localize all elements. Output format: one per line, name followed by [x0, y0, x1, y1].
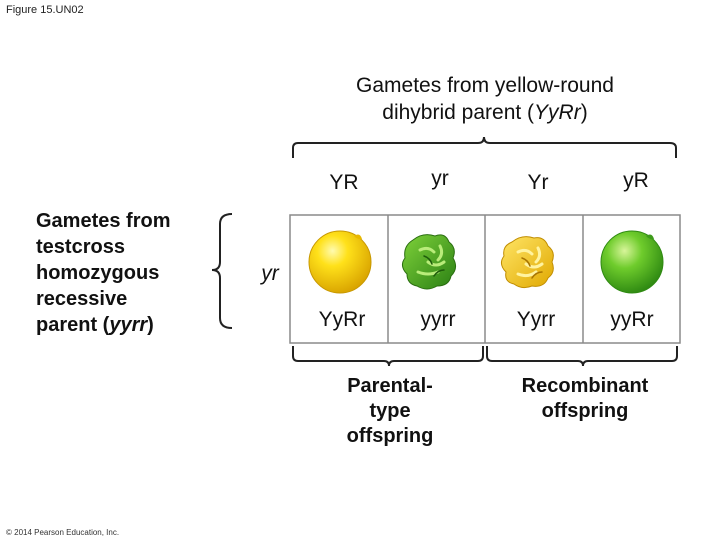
left-title-line-1: Gametes from	[36, 210, 171, 232]
dihybrid-gametes-title: Gametes from yellow-round dihybrid paren…	[310, 72, 660, 126]
recessive-gamete-label: yr	[240, 262, 300, 286]
title-line-1: Gametes from yellow-round	[356, 74, 614, 97]
offspring-genotype-3: Yyrr	[516, 308, 556, 331]
testcross-genotype: yyrr	[109, 314, 148, 336]
testcross-gametes-title: Gametes from testcross homozygous recess…	[36, 208, 206, 338]
offspring-genotype-1: YyRr	[318, 308, 366, 331]
gamete-label-yr: yr	[431, 167, 449, 190]
recombinant-line-2: offspring	[541, 400, 629, 422]
parental-bracket	[292, 346, 484, 367]
green-wrinkled-pea-icon	[401, 234, 457, 290]
title-line-2: dihybrid parent (YyRr)	[310, 99, 660, 126]
gamete-label-Yr: Yr	[527, 171, 549, 194]
gamete-label-YR: YR	[329, 171, 359, 194]
recombinant-label: Recombinant offspring	[495, 374, 675, 424]
left-title-line-3: homozygous	[36, 262, 160, 284]
parental-type-label: Parental- type offspring	[310, 374, 470, 449]
recombinant-bracket	[486, 346, 678, 367]
left-title-line-5-prefix: parent (	[36, 314, 110, 336]
title-line-2-prefix: dihybrid parent (	[382, 101, 535, 124]
copyright-notice: © 2014 Pearson Education, Inc.	[6, 528, 120, 537]
top-brace	[292, 136, 677, 158]
dihybrid-genotype: YyRr	[534, 101, 581, 124]
left-title-line-5: parent (yyrr)	[36, 312, 206, 338]
offspring-genotype-2: yyrr	[420, 308, 456, 331]
recombinant-line-1: Recombinant	[521, 375, 649, 397]
left-title-line-4: recessive	[36, 288, 128, 310]
left-title-line-2: testcross	[36, 236, 125, 258]
parental-line-1: Parental-	[347, 375, 433, 397]
parental-line-3: offspring	[346, 425, 434, 447]
yellow-wrinkled-pea-icon	[500, 236, 554, 289]
gamete-label-yR: yR	[623, 169, 649, 192]
parental-line-2: type	[369, 400, 411, 422]
green-round-pea-icon	[600, 230, 664, 294]
title-line-2-suffix: )	[580, 101, 588, 124]
offspring-genotype-4: yyRr	[610, 308, 654, 331]
left-title-line-5-suffix: )	[147, 314, 154, 336]
left-brace	[211, 213, 233, 329]
punnett-grid	[289, 214, 681, 344]
recessive-gamete-text: yr	[261, 262, 279, 285]
figure-label: Figure 15.UN02	[6, 4, 84, 16]
yellow-round-pea-icon	[308, 230, 372, 294]
